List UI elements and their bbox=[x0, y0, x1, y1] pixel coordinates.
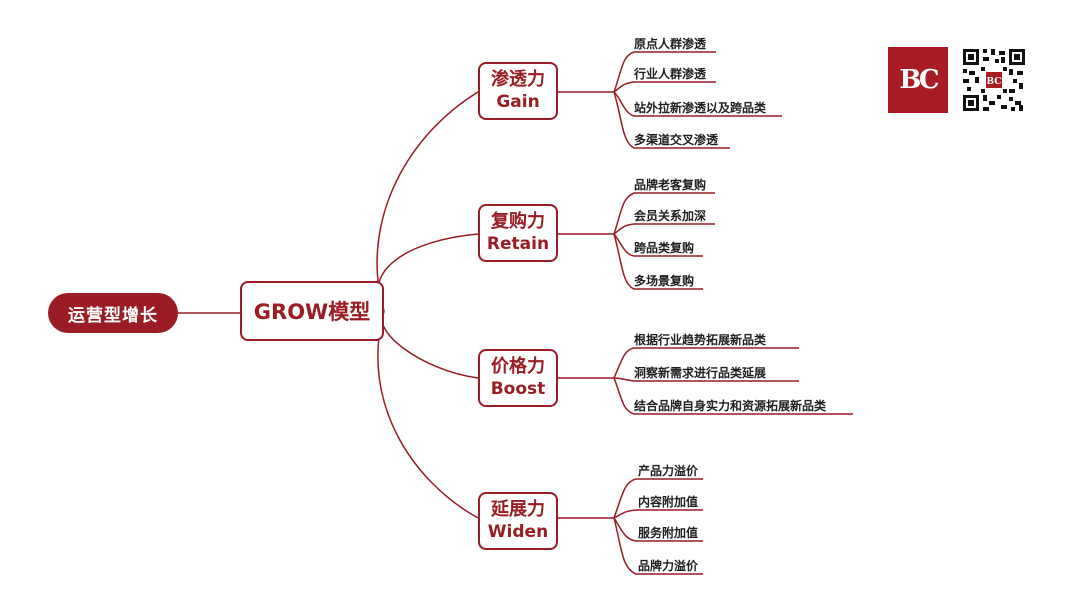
leaf-item: 品牌力溢价 bbox=[638, 559, 699, 573]
center-label: GROW模型 bbox=[253, 300, 371, 324]
leaf-item: 洞察新需求进行品类延展 bbox=[634, 366, 767, 380]
brand-logo-text: BC bbox=[899, 65, 939, 95]
branch-title-zh: 延展力 bbox=[491, 499, 545, 520]
leaf-item: 品牌老客复购 bbox=[634, 178, 707, 192]
qr-badge-text: BC bbox=[987, 77, 1002, 87]
branch-node-retain: 复购力 Retain bbox=[478, 204, 558, 262]
branch-title-en: Widen bbox=[487, 522, 549, 542]
leaf-item: 结合品牌自身实力和资源拓展新品类 bbox=[634, 399, 827, 413]
branch-title-zh: 渗透力 bbox=[491, 69, 545, 90]
center-node: GROW模型 bbox=[240, 281, 384, 341]
brand-logo: BC bbox=[888, 47, 948, 113]
branch-node-boost: 价格力 Boost bbox=[478, 349, 558, 407]
branch-title-en: Boost bbox=[490, 379, 546, 399]
branch-title-zh: 复购力 bbox=[491, 211, 545, 232]
branch-title-zh: 价格力 bbox=[491, 356, 545, 377]
branch-title-en: Gain bbox=[496, 92, 540, 112]
branch-node-widen: 延展力 Widen bbox=[478, 492, 558, 550]
leaf-item: 根据行业趋势拓展新品类 bbox=[634, 333, 767, 347]
qr-code-icon: BC bbox=[961, 47, 1027, 113]
leaf-item: 产品力溢价 bbox=[638, 464, 699, 478]
root-node: 运营型增长 bbox=[48, 293, 178, 333]
root-label: 运营型增长 bbox=[68, 305, 158, 326]
leaf-item: 服务附加值 bbox=[638, 526, 699, 540]
branch-node-gain: 渗透力 Gain bbox=[478, 62, 558, 120]
leaf-item: 内容附加值 bbox=[638, 495, 699, 509]
leaf-item: 站外拉新渗透以及跨品类 bbox=[634, 101, 767, 115]
leaf-item: 行业人群渗透 bbox=[634, 67, 707, 81]
leaf-item: 多场景复购 bbox=[634, 274, 695, 288]
leaf-item: 跨品类复购 bbox=[634, 241, 695, 255]
branch-title-en: Retain bbox=[486, 234, 550, 254]
leaf-item: 多渠道交叉渗透 bbox=[634, 133, 719, 147]
leaf-item: 原点人群渗透 bbox=[634, 37, 707, 51]
leaf-item: 会员关系加深 bbox=[634, 209, 707, 223]
